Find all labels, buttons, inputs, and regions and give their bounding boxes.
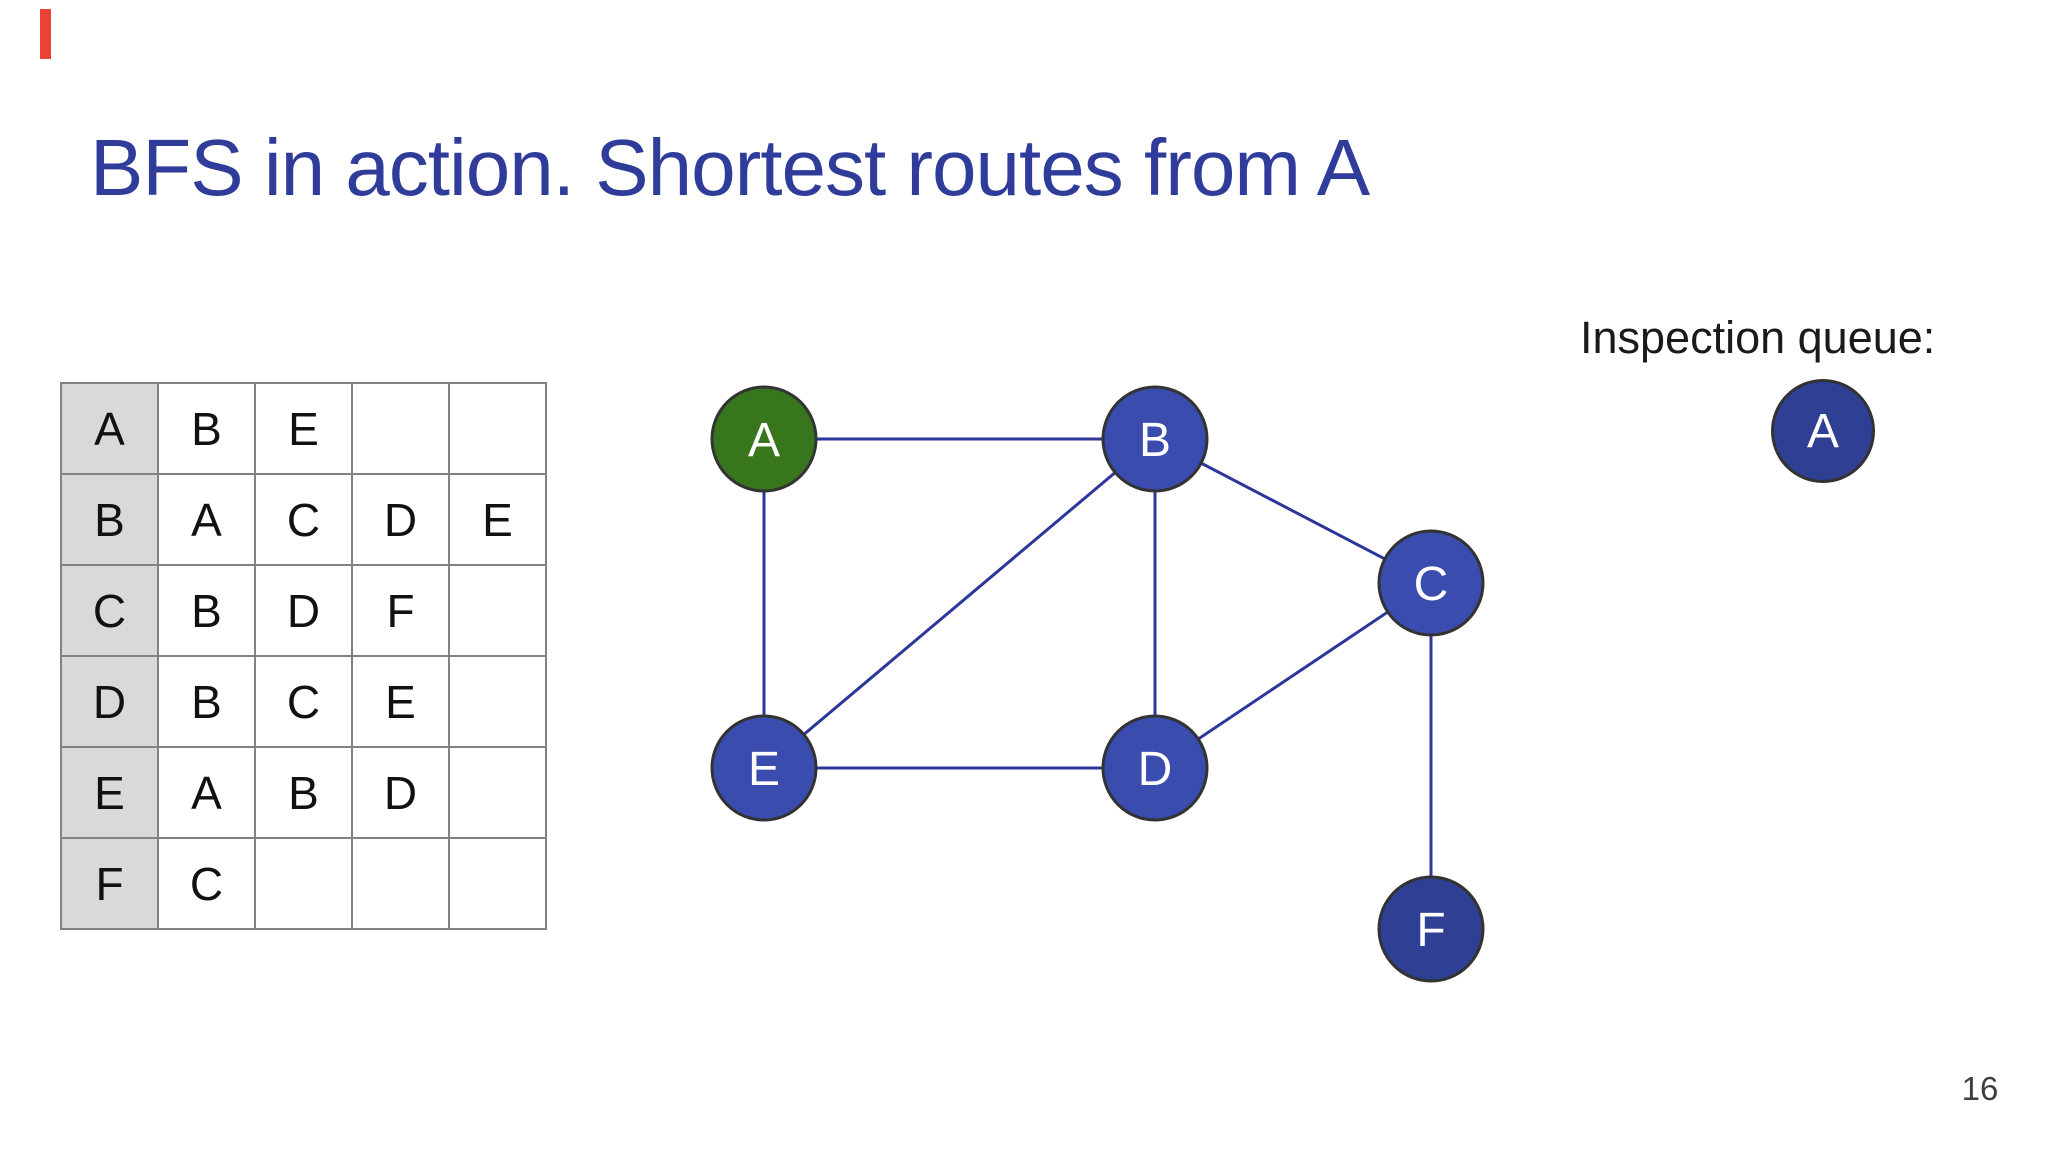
neighbor-cell-A-0: B (157, 382, 256, 475)
inspection-queue: A (1771, 379, 1875, 483)
neighbor-cell-F-2 (351, 837, 450, 930)
neighbor-cell-D-2: E (351, 655, 450, 748)
neighbor-cell-F-1 (254, 837, 353, 930)
graph-node-label-D: D (1138, 743, 1173, 796)
neighbor-cell-C-2: F (351, 564, 450, 657)
neighbor-cell-A-3 (448, 382, 547, 475)
graph-node-E (710, 714, 818, 822)
neighbor-cell-A-2 (351, 382, 450, 475)
row-header-A: A (60, 382, 159, 475)
neighbor-cell-E-3 (448, 746, 547, 839)
graph-node-label-A: A (748, 414, 780, 467)
graph-node-label-E: E (748, 743, 780, 796)
graph-node-label-F: F (1416, 904, 1445, 957)
neighbor-cell-E-0: A (157, 746, 256, 839)
edge-B-C (1154, 437, 1432, 585)
neighbor-cell-D-1: C (254, 655, 353, 748)
graph-node-label-B: B (1139, 414, 1171, 467)
inspection-queue-label: Inspection queue: (1580, 312, 1936, 363)
neighbor-cell-C-3 (448, 564, 547, 657)
neighbor-cell-B-0: A (157, 473, 256, 566)
graph-node-D (1101, 714, 1209, 822)
neighbor-cell-B-2: D (351, 473, 450, 566)
page-title: BFS in action. Shortest routes from A (90, 123, 1370, 212)
edge-B-E (763, 437, 1156, 770)
neighbor-cell-E-2: D (351, 746, 450, 839)
neighbor-cell-F-0: C (157, 837, 256, 930)
neighbor-cell-E-1: B (254, 746, 353, 839)
row-header-D: D (60, 655, 159, 748)
row-header-E: E (60, 746, 159, 839)
neighbor-cell-D-0: B (157, 655, 256, 748)
graph-node-F (1377, 875, 1485, 983)
edge-C-D (1154, 581, 1432, 770)
neighbor-cell-C-1: D (254, 564, 353, 657)
neighbor-cell-D-3 (448, 655, 547, 748)
row-header-F: F (60, 837, 159, 930)
neighbor-cell-B-3: E (448, 473, 547, 566)
neighbor-cell-B-1: C (254, 473, 353, 566)
queue-node-A: A (1771, 379, 1875, 483)
graph-node-C (1377, 529, 1485, 637)
neighbor-cell-F-3 (448, 837, 547, 930)
red-marker (40, 9, 51, 59)
graph-node-B (1101, 385, 1209, 493)
graph-node-A (710, 385, 818, 493)
row-header-B: B (60, 473, 159, 566)
page-number: 16 (1961, 1070, 1999, 1107)
row-header-C: C (60, 564, 159, 657)
neighbor-cell-A-1: E (254, 382, 353, 475)
graph-node-label-C: C (1414, 558, 1449, 611)
neighbor-cell-C-0: B (157, 564, 256, 657)
